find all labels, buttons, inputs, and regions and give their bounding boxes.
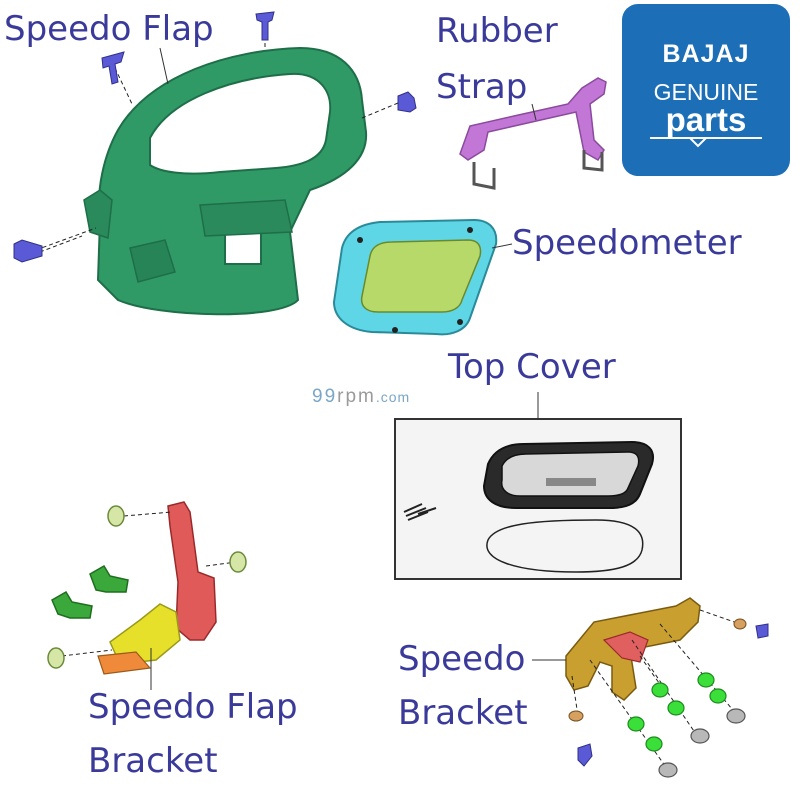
top-cover-photo: [394, 418, 682, 580]
top-cover-part: [403, 440, 654, 573]
bajaj-genuine-parts-logo: BAJAJ GENUINE parts: [622, 4, 790, 176]
watermark: 99rpm.com: [312, 386, 410, 408]
logo-line3: parts: [665, 101, 747, 138]
speedo-flap-bracket-part: [47, 501, 247, 675]
label-rubber-strap-line2: Strap: [436, 67, 528, 107]
label-speedometer: Speedometer: [512, 223, 742, 263]
logo-line2: GENUINE: [653, 79, 759, 105]
label-speedo-bracket-line2: Bracket: [398, 693, 528, 733]
label-rubber-strap-line1: Rubber: [436, 11, 558, 51]
label-speedo-flap-bracket-line1: Speedo Flap: [88, 687, 298, 727]
label-leader-lines: [150, 47, 566, 690]
watermark-part1: 99: [312, 386, 338, 407]
speedometer-part: [332, 218, 498, 336]
speedo-bracket-part: [565, 597, 769, 778]
logo-brand: BAJAJ: [662, 40, 750, 68]
flap-fasteners: [35, 22, 399, 253]
logo-underline-arrow: [650, 137, 762, 148]
label-speedo-flap: Speedo Flap: [4, 9, 214, 49]
flap-screw-icons: [13, 11, 417, 263]
label-top-cover: Top Cover: [448, 347, 616, 387]
watermark-part2: rpm: [337, 386, 376, 407]
label-speedo-bracket-line1: Speedo: [398, 639, 526, 679]
label-speedo-flap-bracket-line2: Bracket: [88, 741, 218, 781]
rubber-strap-part: [459, 77, 607, 190]
watermark-part3: .com: [375, 389, 411, 405]
speedo-flap-part: [83, 46, 368, 316]
